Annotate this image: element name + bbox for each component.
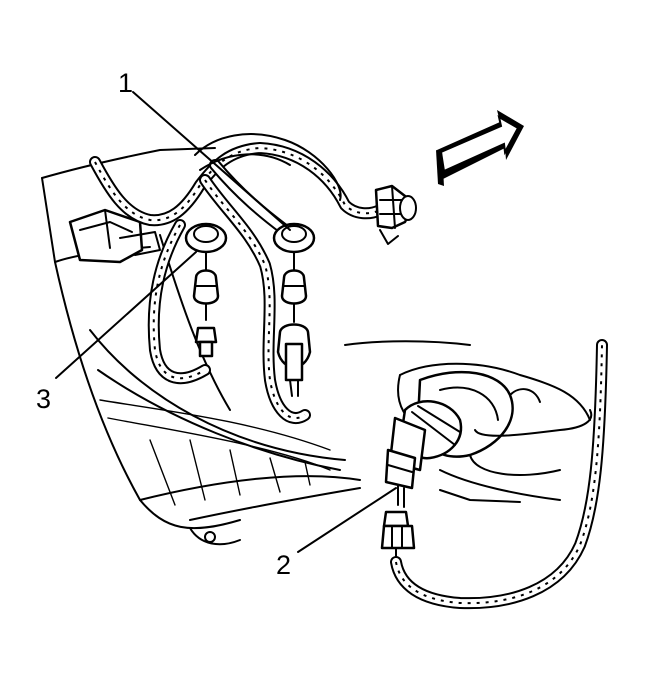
- fog-lamp-harness: [390, 339, 608, 610]
- harness-clip: [68, 208, 161, 264]
- lamp-bulb-left: [192, 269, 220, 358]
- leader-line-1: [132, 91, 291, 231]
- wiring-harness: [89, 133, 386, 425]
- fog-lamp-connector: [380, 400, 463, 561]
- callout-3-label: 3: [36, 384, 51, 414]
- lamp-bulb-right: [276, 269, 312, 397]
- direction-arrow-icon: [436, 110, 524, 186]
- leader-line-3: [55, 251, 197, 379]
- lamp-socket-right: [272, 222, 316, 271]
- lamp-socket-left: [184, 222, 228, 271]
- callout-1-label: 1: [118, 68, 133, 98]
- leader-line-2: [297, 487, 397, 553]
- callout-2-label: 2: [276, 550, 291, 580]
- harness-connector-top: [374, 184, 417, 245]
